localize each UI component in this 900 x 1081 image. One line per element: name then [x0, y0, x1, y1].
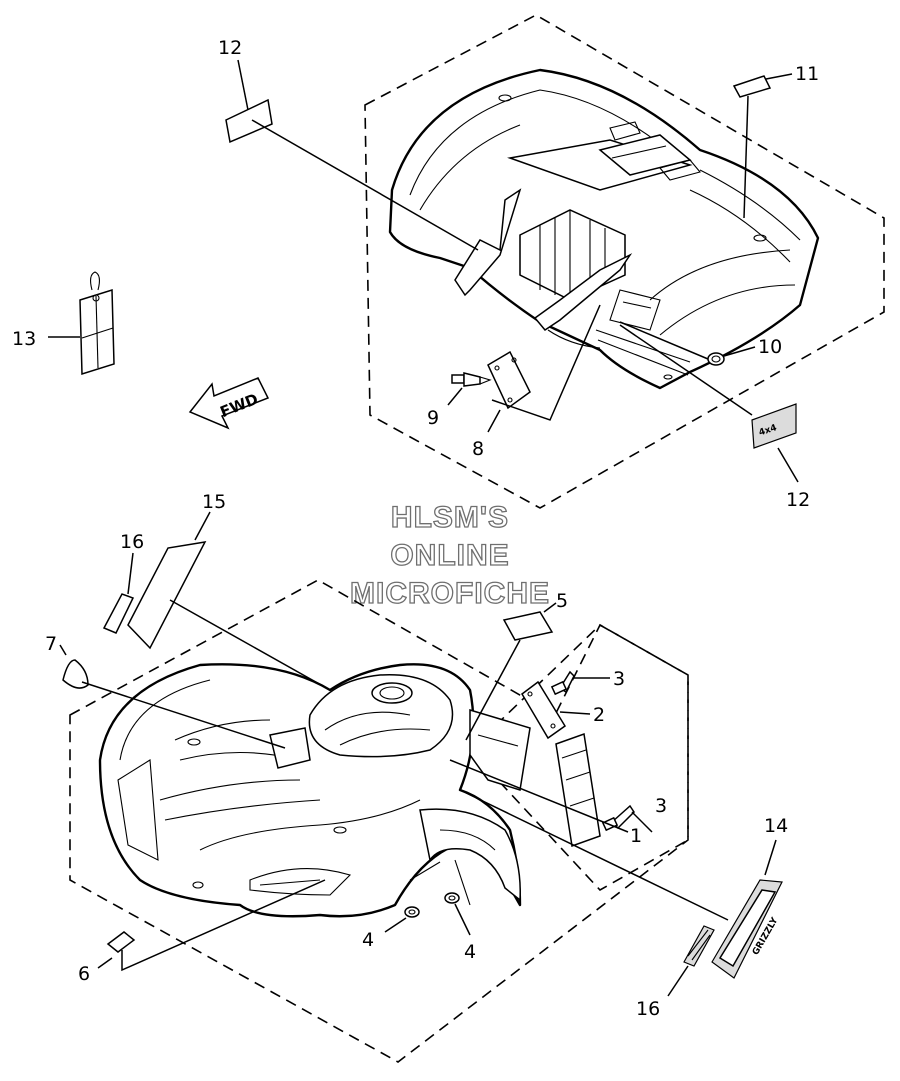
- watermark-line-1: HLSM'S: [391, 501, 509, 534]
- callout-5[interactable]: 5: [556, 590, 568, 612]
- part-14-grizzly-emblem[interactable]: GRIZZLY: [711, 879, 783, 979]
- callout-11[interactable]: 11: [795, 63, 819, 85]
- callout-6[interactable]: 6: [78, 963, 90, 985]
- callout-7[interactable]: 7: [45, 633, 57, 655]
- callout-16-top[interactable]: 16: [120, 531, 144, 553]
- callout-13[interactable]: 13: [12, 328, 36, 350]
- callout-3-top[interactable]: 3: [613, 668, 625, 690]
- part-2-plate[interactable]: [521, 680, 567, 740]
- part-13-tag[interactable]: [79, 271, 115, 376]
- front-fender[interactable]: [98, 663, 531, 918]
- part-16-decal-bottom[interactable]: [683, 925, 715, 967]
- callout-8[interactable]: 8: [472, 438, 484, 460]
- part-15-decal[interactable]: [127, 541, 207, 650]
- rear-fender[interactable]: [388, 68, 820, 390]
- part-4-grommet-right[interactable]: [444, 892, 460, 904]
- callout-3-bottom[interactable]: 3: [655, 795, 667, 817]
- part-16-decal-top[interactable]: [102, 593, 135, 634]
- part-12-4x4-emblem[interactable]: 4x4: [751, 403, 797, 449]
- inner-panel[interactable]: [555, 732, 601, 848]
- callout-16-bottom[interactable]: 16: [636, 998, 660, 1020]
- front-inner-boundary: [468, 624, 689, 892]
- callout-14[interactable]: 14: [764, 815, 788, 837]
- callout-12-bottom[interactable]: 12: [786, 489, 810, 511]
- part-9-bolt[interactable]: [451, 372, 492, 387]
- watermark: HLSM'S ONLINE MICROFICHE: [349, 500, 550, 610]
- callout-10[interactable]: 10: [758, 336, 782, 358]
- rear-fender-group: 12 11 10 9 8: [218, 14, 885, 511]
- watermark-line-2: ONLINE: [390, 539, 509, 572]
- part-8-plate[interactable]: [487, 350, 531, 410]
- callout-12-top[interactable]: 12: [218, 37, 242, 59]
- part-6-decal[interactable]: [106, 931, 136, 953]
- forward-arrow-icon: FWD: [188, 377, 270, 430]
- callout-4-right[interactable]: 4: [464, 941, 476, 963]
- callout-9[interactable]: 9: [427, 407, 439, 429]
- front-fender-group: 15 16 7 5 3 3: [45, 491, 788, 1063]
- callout-1[interactable]: 1: [630, 825, 642, 847]
- part-4-grommet-left[interactable]: [404, 906, 420, 918]
- part-7-pad[interactable]: [62, 659, 89, 689]
- callout-15[interactable]: 15: [202, 491, 226, 513]
- rear-group-boundary: [364, 14, 885, 509]
- part-3-screw-top[interactable]: [550, 670, 575, 696]
- watermark-line-3: MICROFICHE: [350, 577, 550, 610]
- part-12-rear-label[interactable]: [225, 98, 273, 144]
- callout-4-left[interactable]: 4: [362, 929, 374, 951]
- part-5-decal[interactable]: [502, 611, 554, 641]
- front-group-boundary: [69, 579, 689, 1063]
- part-10-grommet[interactable]: [707, 352, 725, 366]
- part-11-decal[interactable]: [732, 75, 772, 98]
- callout-2[interactable]: 2: [593, 704, 605, 726]
